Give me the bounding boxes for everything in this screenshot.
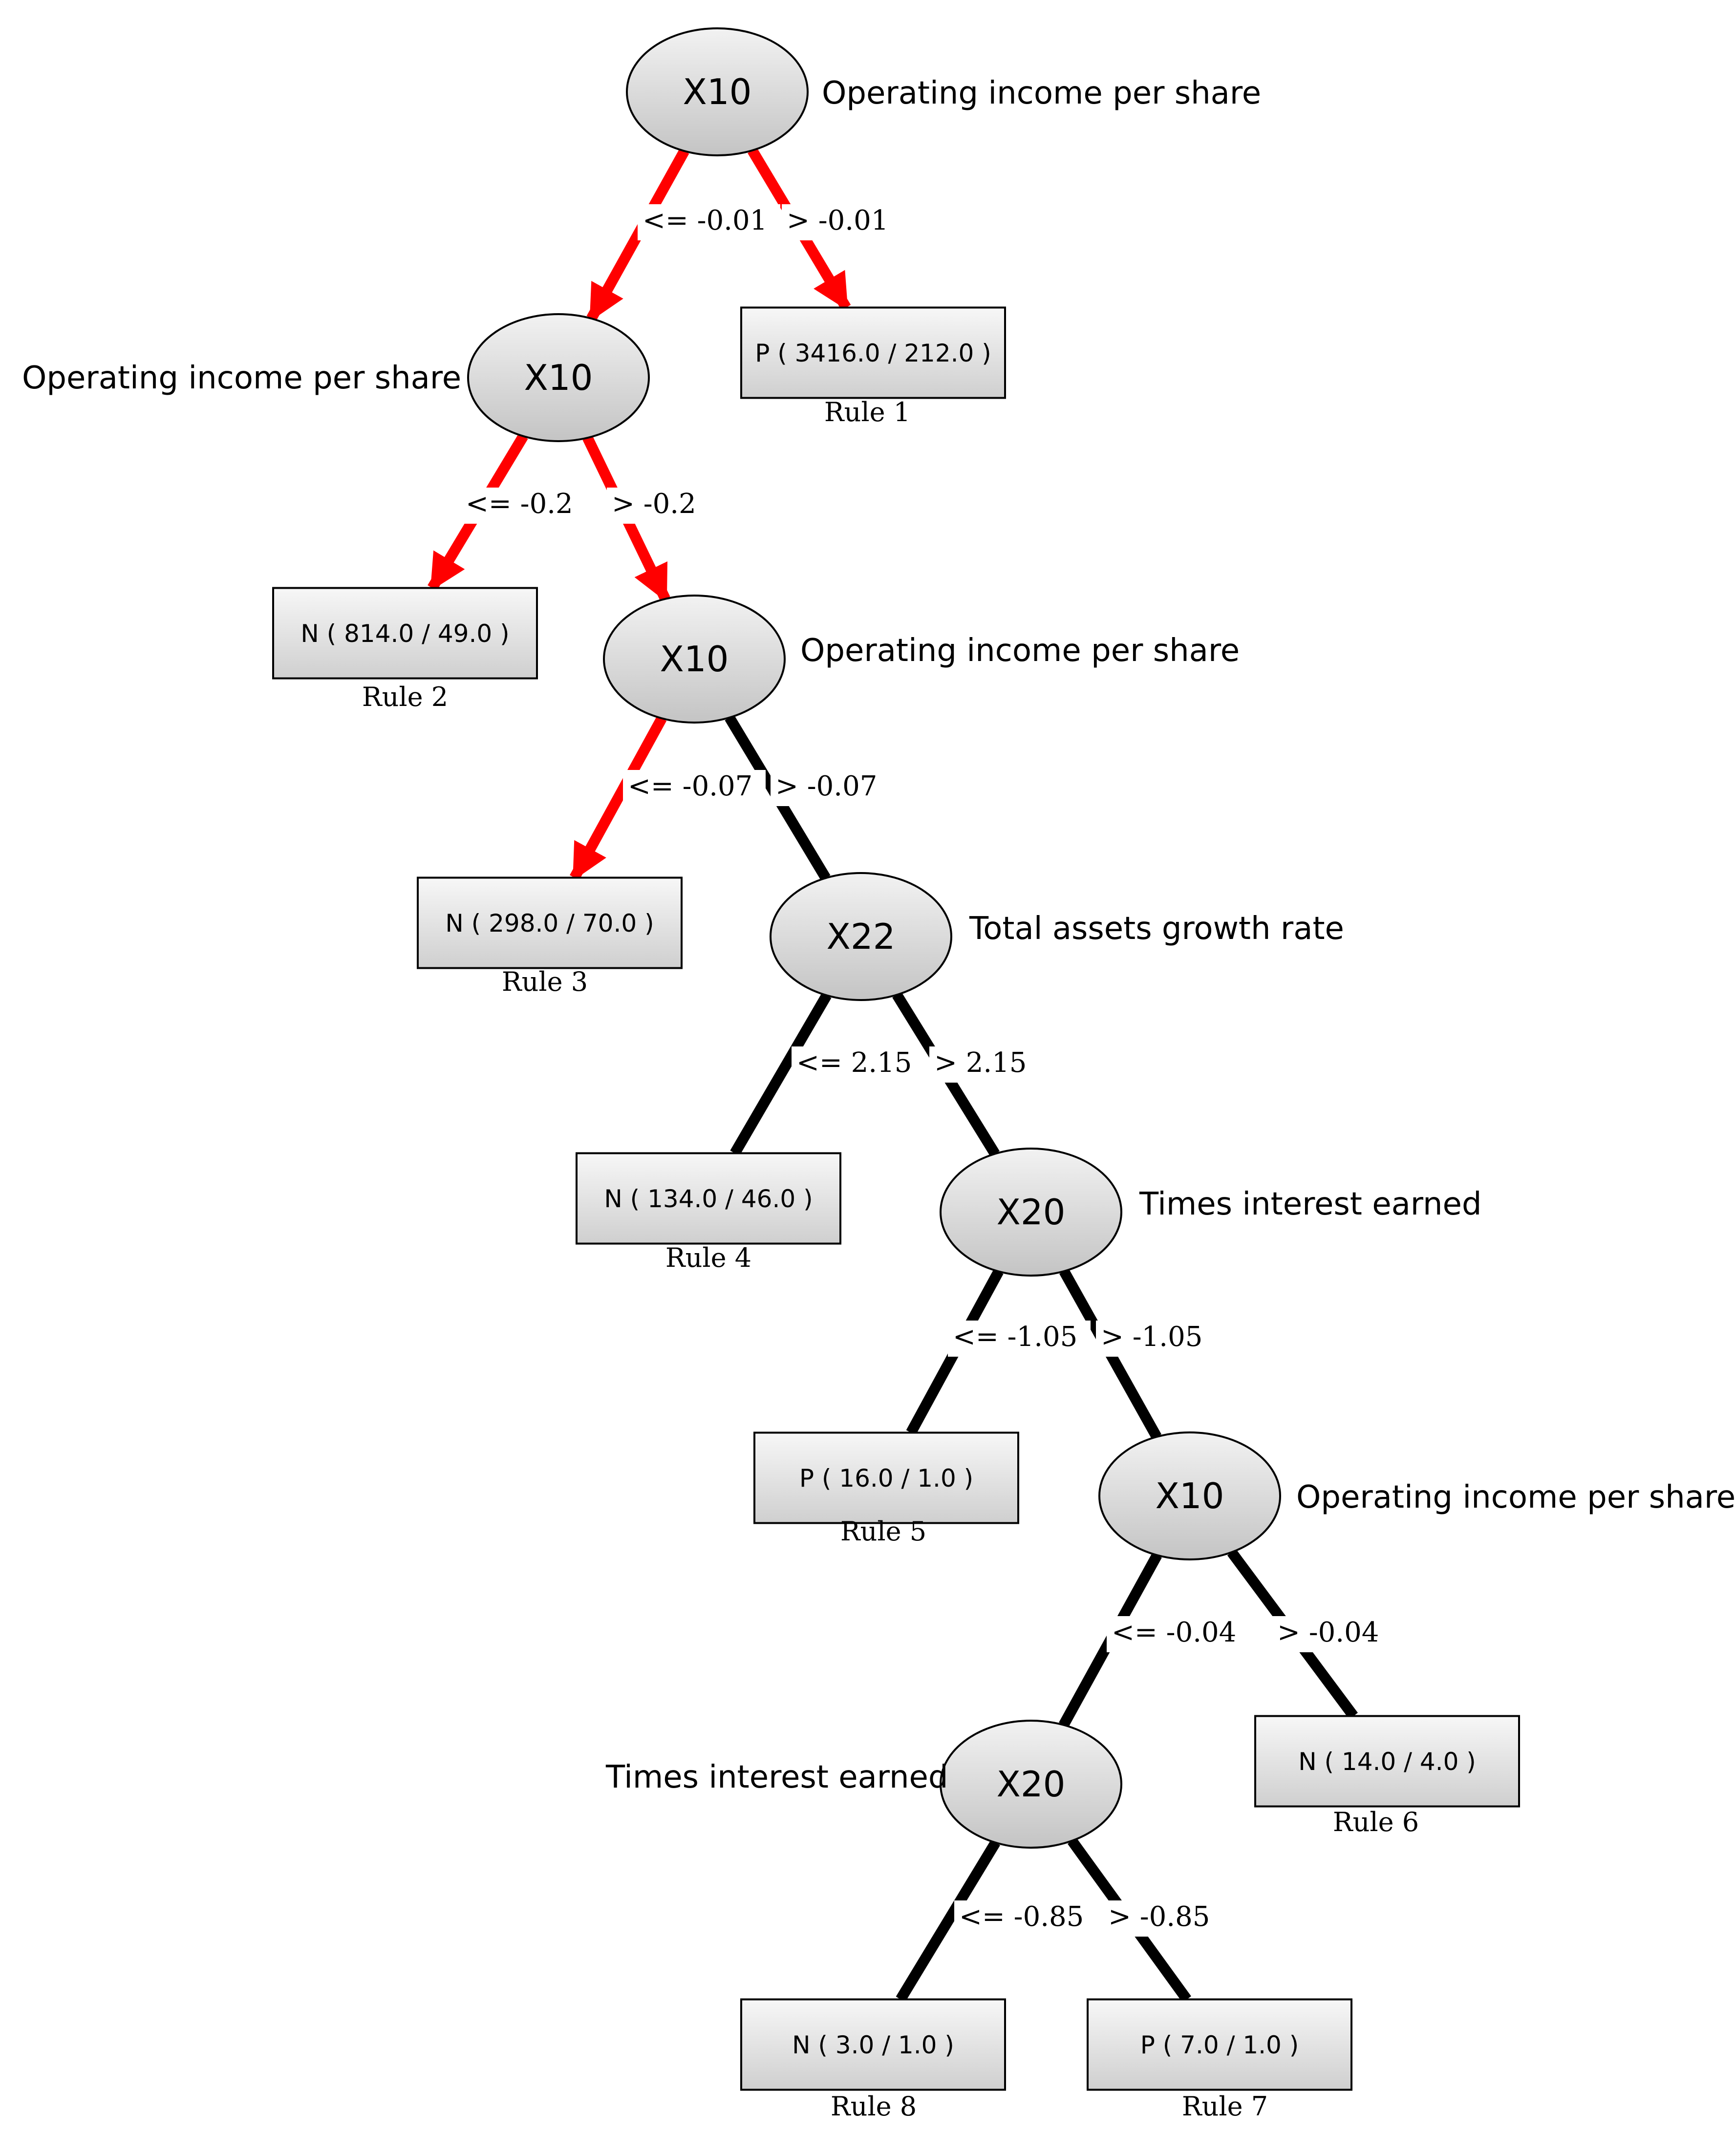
edge-label-bg	[771, 770, 897, 806]
node-variable-label: X20	[997, 1764, 1066, 1805]
node-feature-label: Operating income per share	[22, 360, 461, 396]
leaf-box-l1	[740, 306, 1006, 399]
edge-n4-l4	[730, 992, 832, 1156]
leaf-class-label: P ( 3416.0 / 212.0 )	[755, 339, 991, 367]
edge-condition-label: <= -0.07	[628, 770, 752, 802]
node-variable-label: X10	[683, 71, 752, 112]
rule-label: Rule 6	[1333, 1807, 1419, 1837]
node-feature-label: Operating income per share	[822, 75, 1261, 111]
rule-label: Rule 4	[665, 1242, 751, 1273]
rule-label: Rule 1	[824, 397, 910, 427]
rule-label: Rule 3	[502, 966, 588, 997]
edge-condition-label: <= -1.05	[953, 1321, 1077, 1353]
leaf-class-label: N ( 814.0 / 49.0 )	[300, 619, 509, 648]
edge-label-bg	[954, 1900, 1097, 1937]
edge-label-bg	[782, 204, 908, 240]
rule-label: Rule 7	[1182, 2091, 1268, 2122]
node-feature-label: Operating income per share	[800, 633, 1240, 669]
leaf-class-label: N ( 3.0 / 1.0 )	[792, 2031, 954, 2059]
leaf-box-l5	[753, 1431, 1019, 1524]
edge-label-bg	[948, 1321, 1091, 1357]
leaf-box-l4	[576, 1152, 841, 1245]
edge-label-bg	[1096, 1321, 1222, 1357]
edge-label-bg	[607, 488, 716, 524]
edge-label-bg	[638, 204, 780, 240]
edge-label-bg	[1103, 1900, 1229, 1937]
leaf-class-label: P ( 7.0 / 1.0 )	[1140, 2031, 1299, 2059]
decision-node-n3	[603, 595, 786, 724]
edge-condition-label: > -0.04	[1277, 1617, 1379, 1648]
rule-label: Rule 8	[831, 2091, 917, 2122]
edge-condition-label: > -0.85	[1108, 1901, 1210, 1933]
edge-n7-l8	[896, 1839, 1000, 2003]
leaf-box-l8	[740, 1998, 1006, 2091]
edge-n3-l3	[570, 716, 667, 881]
edge-condition-label: <= -0.04	[1112, 1617, 1236, 1648]
leaf-box-l7	[1087, 1998, 1352, 2091]
leaf-class-label: N ( 134.0 / 46.0 )	[604, 1185, 813, 1213]
leaf-box-l3	[417, 876, 683, 969]
edge-condition-label: <= 2.15	[796, 1047, 912, 1079]
node-feature-label: Total assets growth rate	[969, 911, 1344, 947]
node-variable-label: X22	[827, 916, 896, 957]
edge-label-bg	[1107, 1616, 1249, 1652]
node-feature-label: Times interest earned	[1139, 1186, 1482, 1222]
node-variable-label: X20	[997, 1192, 1066, 1233]
rule-label: Rule 5	[840, 1516, 926, 1547]
edge-condition-label: <= -0.01	[643, 205, 767, 236]
leaves-layer: P ( 3416.0 / 212.0 ) Rule 1 N ( 814.0 / 49…	[272, 306, 1520, 2122]
edge-label-bg	[623, 770, 766, 806]
node-variable-label: X10	[524, 357, 593, 398]
leaf-class-label: N ( 14.0 / 4.0 )	[1298, 1748, 1476, 1776]
edge-label-bg	[792, 1046, 918, 1083]
decision-node-n7	[940, 1720, 1122, 1849]
decision-node-n4	[770, 872, 952, 1001]
edge-condition-label: <= -0.85	[959, 1901, 1084, 1933]
edge-condition-label: > -0.07	[775, 770, 877, 802]
node-variable-label: X10	[1156, 1475, 1224, 1516]
decision-node-n6	[1098, 1431, 1281, 1560]
edge-condition-label: > -0.2	[612, 488, 696, 520]
edge-label-bg	[929, 1046, 1039, 1083]
decision-node-n5	[940, 1148, 1122, 1277]
edge-condition-label: > 2.15	[934, 1047, 1027, 1079]
node-variable-label: X10	[660, 639, 729, 680]
edge-label-bg	[1272, 1616, 1398, 1652]
edge-condition-label: > -0.01	[787, 205, 888, 236]
edge-condition-label: > -1.05	[1101, 1321, 1202, 1353]
edge-condition-label: <= -0.2	[466, 488, 573, 520]
decision-node-n2	[467, 313, 650, 442]
edge-labels-layer: <= -0.01 > -0.01 <= -0.2 > -0.2 <= -0.07 > -0…	[461, 204, 1398, 1937]
leaf-box-l6	[1254, 1715, 1520, 1808]
leaf-box-l2	[272, 587, 538, 680]
rule-label: Rule 2	[362, 682, 448, 712]
decision-node-n1	[626, 27, 809, 156]
leaf-class-label: N ( 298.0 / 70.0 )	[445, 909, 654, 938]
node-feature-label: Operating income per share	[1296, 1479, 1736, 1515]
edge-label-bg	[461, 488, 587, 524]
node-feature-label: Times interest earned	[605, 1759, 948, 1795]
leaf-class-label: P ( 16.0 / 1.0 )	[799, 1464, 973, 1493]
